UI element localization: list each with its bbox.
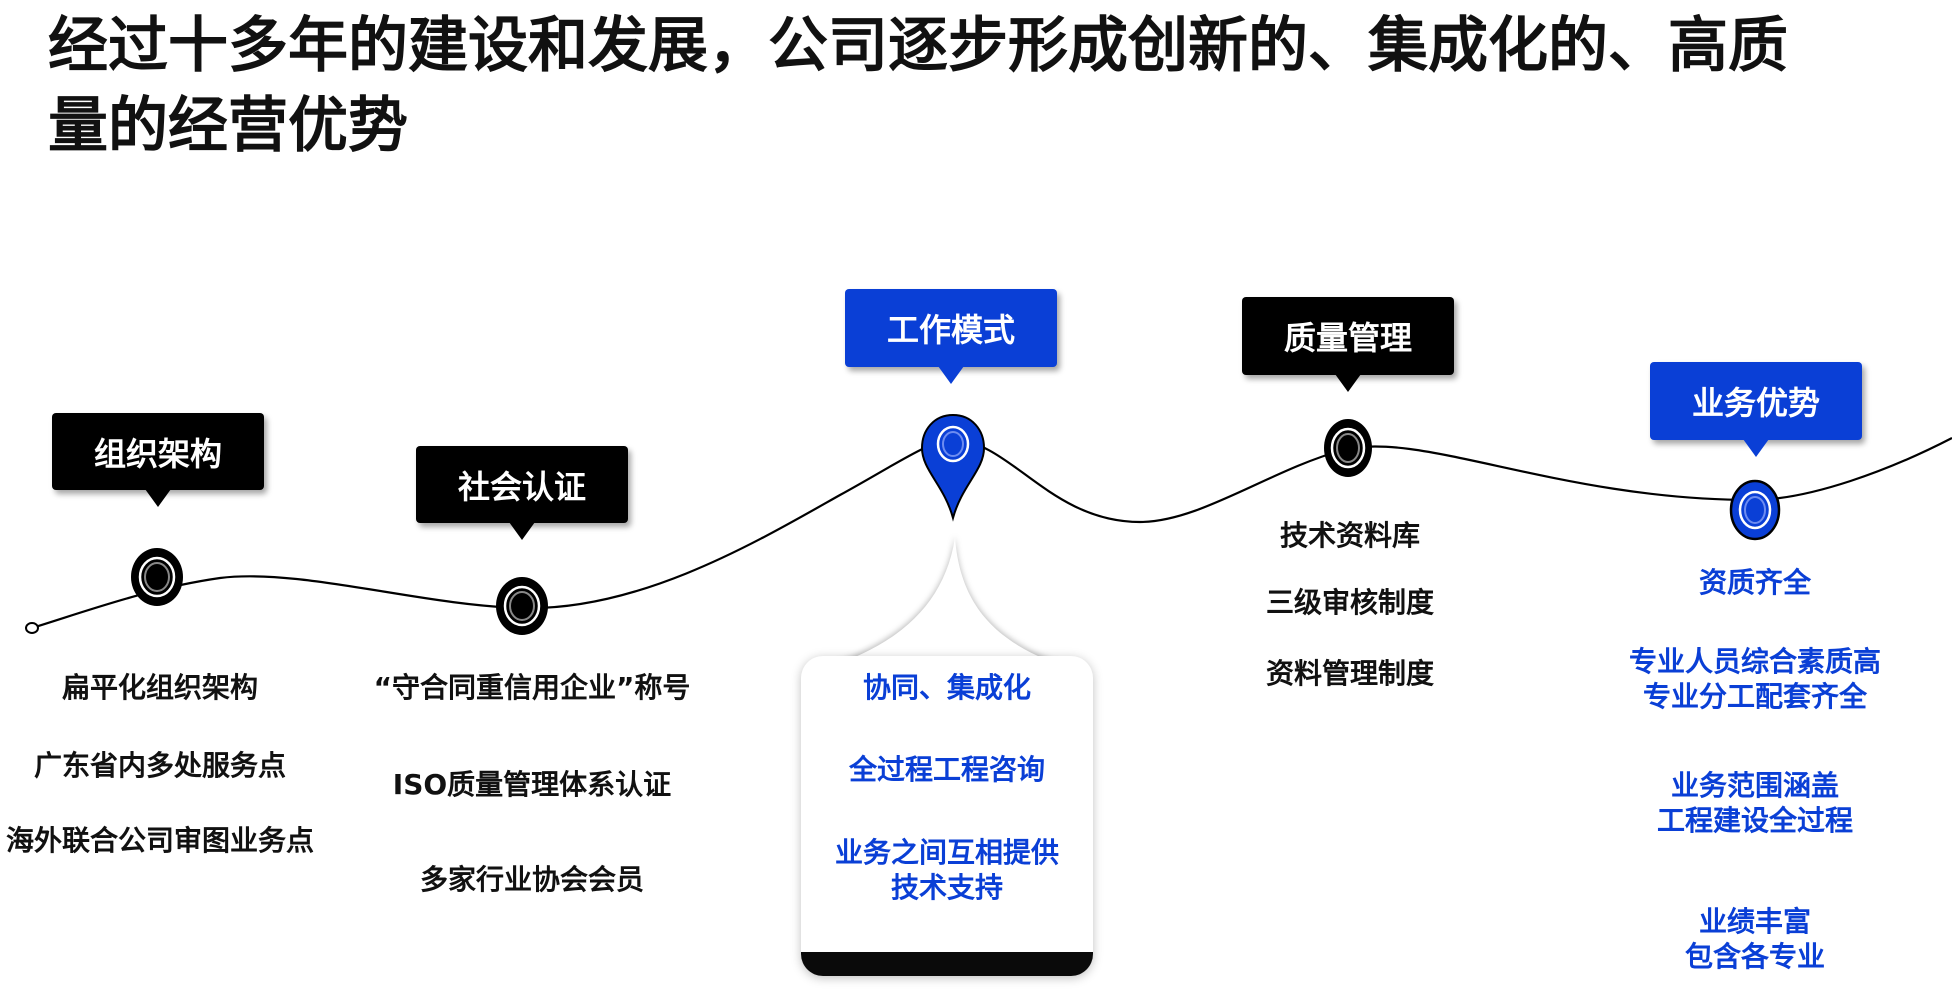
list-item: 业务之间互相提供: [834, 836, 1059, 869]
list-item: 技术支持: [890, 871, 1003, 904]
list-item: 业绩丰富: [1698, 905, 1811, 938]
list-item: 多家行业协会会员: [419, 863, 644, 896]
list-item: 协同、集成化: [862, 671, 1031, 704]
milestone-label-work-mode: 工作模式: [845, 289, 1057, 384]
list-item: 技术资料库: [1279, 519, 1420, 552]
list-item: 海外联合公司审图业务点: [5, 824, 314, 857]
list-item: 专业分工配套齐全: [1642, 680, 1867, 713]
list-item: ISO质量管理体系认证: [392, 768, 672, 801]
milestone-label-quality: 质量管理: [1242, 297, 1454, 392]
list-item: 三级审核制度: [1265, 586, 1434, 619]
ring-marker-icon: [1729, 479, 1781, 541]
ring-marker-icon: [1324, 419, 1372, 477]
work-mode-callout-card: [801, 656, 1093, 976]
milestone-label-organization: 组织架构: [52, 413, 264, 507]
timeline-start-dot: [25, 622, 39, 634]
list-item: 专业人员综合素质高: [1628, 645, 1881, 678]
list-item: “守合同重信用企业”称号: [373, 671, 691, 704]
milestone-label-certification: 社会认证: [416, 446, 628, 540]
list-item: 资料管理制度: [1265, 657, 1434, 690]
list-item: 全过程工程咨询: [848, 753, 1045, 786]
list-item: 包含各专业: [1684, 940, 1825, 973]
list-item: 广东省内多处服务点: [33, 749, 286, 782]
list-item: 业务范围涵盖: [1670, 769, 1839, 802]
list-item: 资质齐全: [1698, 566, 1811, 599]
ring-marker-icon: [131, 548, 183, 606]
callout-pointer: [835, 538, 1060, 665]
ring-marker-icon: [496, 577, 548, 635]
page-title: 经过十多年的建设和发展，公司逐步形成创新的、集成化的、高质量的经营优势: [48, 11, 1788, 161]
map-pin-icon: [920, 413, 986, 522]
milestone-label-business: 业务优势: [1650, 362, 1862, 457]
list-item: 扁平化组织架构: [61, 671, 258, 704]
list-item: 工程建设全过程: [1656, 804, 1853, 837]
